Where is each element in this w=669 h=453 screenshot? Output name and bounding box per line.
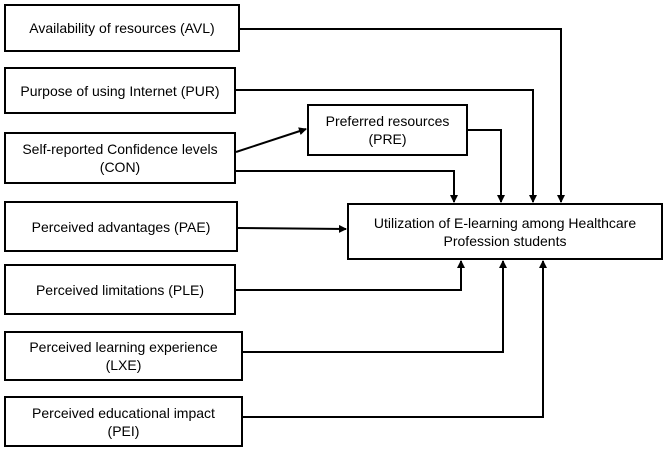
intermediate-label-line1: Preferred resources [325,113,450,129]
factor-label-line2: (PEI) [107,422,140,439]
factor-label-line1: Perceived learning experience [29,339,218,355]
factor-box-lxe: Perceived learning experience (LXE) [4,331,243,381]
arrow-con-to-target [236,170,458,203]
factor-box-pae: Perceived advantages (PAE) [4,201,238,252]
arrow-con-to-pre [235,127,307,153]
factor-label-line1: Purpose of using Internet (PUR) [20,82,220,99]
arrow-pur-to-target [236,89,537,203]
arrow-ple-to-target [236,260,465,291]
arrow-pei-to-target [243,260,547,418]
factor-box-con: Self-reported Confidence levels (CON) [4,132,236,184]
arrow-lxe-to-target [243,260,507,353]
factor-label-line1: Perceived advantages (PAE) [31,218,211,235]
target-label-line2: Profession students [443,232,567,249]
intermediate-box-pre: Preferred resources (PRE) [307,104,468,156]
factor-label-line1: Availability of resources (AVL) [29,20,215,36]
intermediate-label-line2: (PRE) [368,131,407,147]
arrow-pae-to-target [237,224,347,233]
factor-box-ple: Perceived limitations (PLE) [4,264,236,315]
factor-label-line1: Perceived educational impact [32,404,215,421]
factor-box-pur: Purpose of using Internet (PUR) [4,67,236,114]
target-box: Utilization of E-learning among Healthca… [347,203,663,260]
arrow-pre-to-target [468,129,505,203]
factor-label-line2: (LXE) [105,357,142,373]
factor-label-line1: Self-reported Confidence levels [22,141,218,157]
factor-box-pei: Perceived educational impact (PEI) [4,396,243,447]
arrow-avl-to-target [240,28,565,203]
factor-box-avl: Availability of resources (AVL) [4,4,240,52]
factor-label-line1: Perceived limitations (PLE) [35,281,205,298]
factor-label-line2: (CON) [99,159,141,175]
target-label-line1: Utilization of E-learning among Healthca… [373,214,637,231]
